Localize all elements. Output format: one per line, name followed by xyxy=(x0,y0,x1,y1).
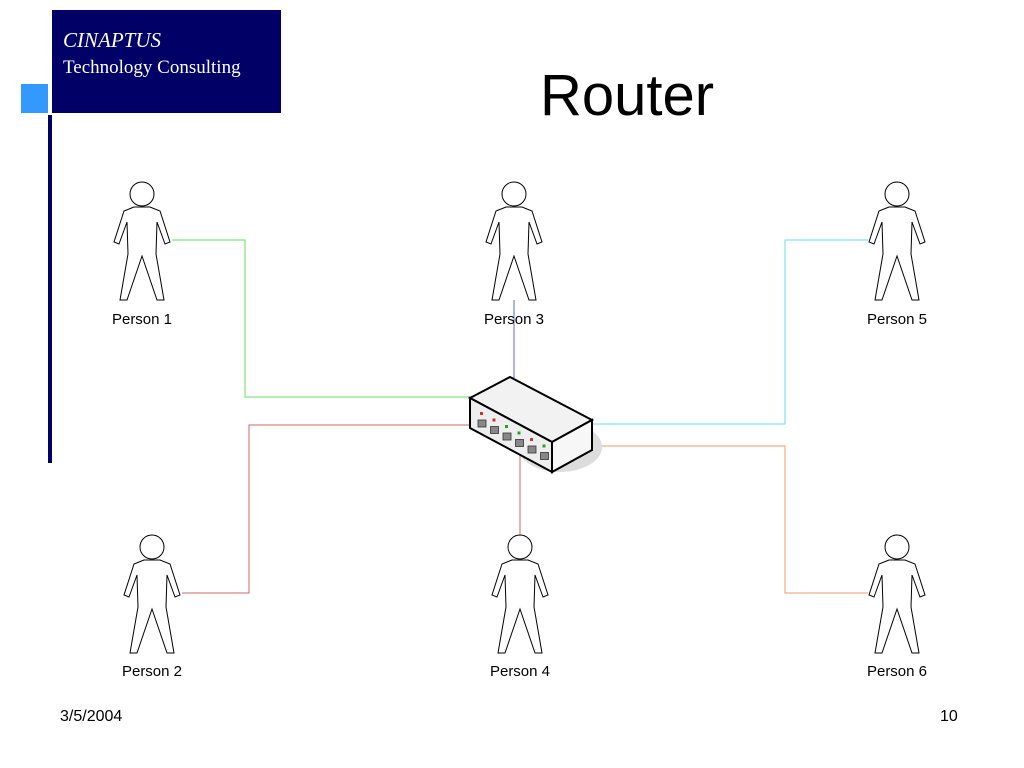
logo xyxy=(52,10,281,113)
connection-lines xyxy=(172,239,868,594)
person-6-icon xyxy=(868,534,926,654)
person-5-label: Person 5 xyxy=(867,311,927,328)
person-3-label: Person 3 xyxy=(484,311,544,328)
person-2-label: Person 2 xyxy=(122,663,182,680)
person-3-icon xyxy=(485,181,543,301)
person-4-label: Person 4 xyxy=(490,663,550,680)
router-icon xyxy=(467,375,602,474)
footer-date: 3/5/2004 xyxy=(60,708,123,725)
link-person-2 xyxy=(182,424,470,594)
people: Person 1 Person 2 Person 3 Person 4 Person 5… xyxy=(112,181,927,680)
person-2-icon xyxy=(123,534,181,654)
logo-company-name: CINAPTUS xyxy=(63,28,162,52)
logo-accent-blue xyxy=(21,84,48,113)
person-4-icon xyxy=(491,534,549,654)
link-person-1 xyxy=(172,239,470,398)
person-6-label: Person 6 xyxy=(867,663,927,680)
person-1-label: Person 1 xyxy=(112,311,172,328)
person-1-icon xyxy=(113,181,171,301)
link-person-6 xyxy=(600,445,868,594)
link-person-5 xyxy=(590,239,868,425)
slide-title: Router xyxy=(540,63,715,128)
logo-tagline: Technology Consulting xyxy=(63,57,241,78)
logo-accent-white xyxy=(21,10,48,82)
left-rule xyxy=(48,115,52,463)
person-5-icon xyxy=(868,181,926,301)
page-number: 10 xyxy=(940,708,958,725)
